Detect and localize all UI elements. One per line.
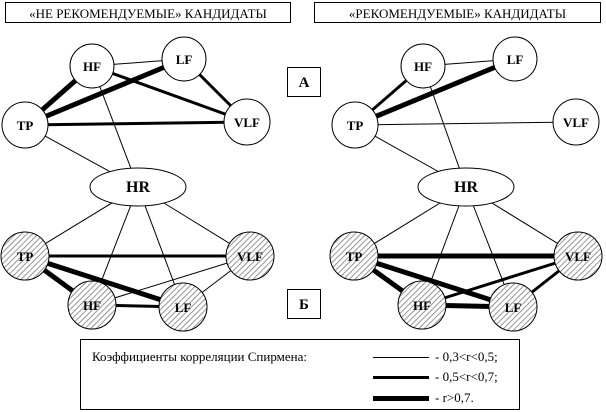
- node-shape: [400, 43, 446, 89]
- nodes-layer: HF LF TP VLF HR TP VLF HF LF HF LF TP VLF HR TP VLF HF LF: [0, 36, 603, 332]
- node-label: LF: [505, 300, 522, 315]
- header-left: «НЕ РЕКОМЕНДУЕМЫЕ» КАНДИДАТЫ: [5, 2, 291, 23]
- node-label: HF: [83, 298, 101, 313]
- edge-tp-vlf: [354, 121, 577, 126]
- node-vlf: VLF: [225, 231, 275, 281]
- node-shape: [161, 36, 207, 82]
- node-tp: TP: [1, 101, 49, 149]
- marker-b: Б: [287, 289, 321, 319]
- node-hf: HF: [397, 280, 447, 330]
- node-label: VLF: [565, 249, 591, 264]
- node-label: HF: [83, 59, 101, 74]
- node-shape: [417, 167, 515, 207]
- edge-lf-tp: [24, 56, 185, 128]
- node-shape: [488, 282, 538, 332]
- node-lf: LF: [492, 36, 538, 82]
- legend: Коэффициенты корреляции Спирмена: - 0,3<…: [80, 339, 520, 410]
- edge-lf-tp: [354, 56, 516, 128]
- node-label: VLF: [237, 249, 263, 264]
- node-label: HR: [454, 179, 478, 196]
- edge-hf-vlf: [91, 255, 251, 306]
- node-vlf: VLF: [552, 98, 600, 146]
- node-label: HR: [126, 179, 150, 196]
- node-hr: HR: [89, 167, 187, 207]
- node-shape: [223, 98, 271, 146]
- legend-text-strong: - r>0,7.: [435, 390, 474, 405]
- edge-hf-vlf: [91, 64, 248, 124]
- marker-a: А: [287, 67, 321, 97]
- node-tp: TP: [0, 231, 50, 281]
- legend-line-thin: [373, 357, 429, 358]
- node-shape: [0, 231, 50, 281]
- node-label: VLF: [234, 115, 260, 130]
- node-label: HF: [414, 59, 432, 74]
- node-label: TP: [17, 249, 34, 264]
- node-shape: [492, 36, 538, 82]
- node-shape: [329, 231, 379, 281]
- node-label: VLF: [563, 115, 589, 130]
- legend-line-thick: [373, 396, 429, 401]
- edge-hf-vlf: [421, 254, 579, 307]
- node-vlf: VLF: [553, 231, 603, 281]
- node-shape: [397, 280, 447, 330]
- node-label: HF: [413, 298, 431, 313]
- node-hf: HF: [69, 43, 115, 89]
- node-hf: HF: [67, 280, 117, 330]
- node-label: LF: [175, 300, 192, 315]
- edge-tp-vlf: [24, 120, 248, 127]
- node-lf: LF: [161, 36, 207, 82]
- node-lf: LF: [158, 282, 208, 332]
- node-shape: [158, 282, 208, 332]
- legend-text-medium: - 0,5<r<0,7;: [435, 369, 498, 384]
- legend-text-weak: - 0,3<r<0,5;: [435, 349, 498, 364]
- node-lf: LF: [488, 282, 538, 332]
- node-hf: HF: [400, 43, 446, 89]
- node-shape: [69, 43, 115, 89]
- legend-title: Коэффициенты корреляции Спирмена:: [92, 349, 307, 364]
- node-label: TP: [17, 118, 34, 133]
- node-tp: TP: [331, 101, 379, 149]
- node-shape: [89, 167, 187, 207]
- edge-tp-lf: [24, 253, 184, 310]
- node-label: TP: [346, 249, 363, 264]
- node-shape: [225, 231, 275, 281]
- node-vlf: VLF: [223, 98, 271, 146]
- node-shape: [331, 101, 379, 149]
- node-label: TP: [347, 118, 364, 133]
- node-shape: [553, 231, 603, 281]
- header-right: «РЕКОМЕНДУЕМЫЕ» КАНДИДАТЫ: [314, 2, 601, 23]
- node-label: LF: [176, 52, 193, 67]
- node-shape: [67, 280, 117, 330]
- node-shape: [1, 101, 49, 149]
- node-tp: TP: [329, 231, 379, 281]
- legend-line-medium: [373, 376, 429, 379]
- edge-tp-lf: [353, 253, 514, 310]
- node-label: LF: [507, 52, 524, 67]
- node-hr: HR: [417, 167, 515, 207]
- node-shape: [552, 98, 600, 146]
